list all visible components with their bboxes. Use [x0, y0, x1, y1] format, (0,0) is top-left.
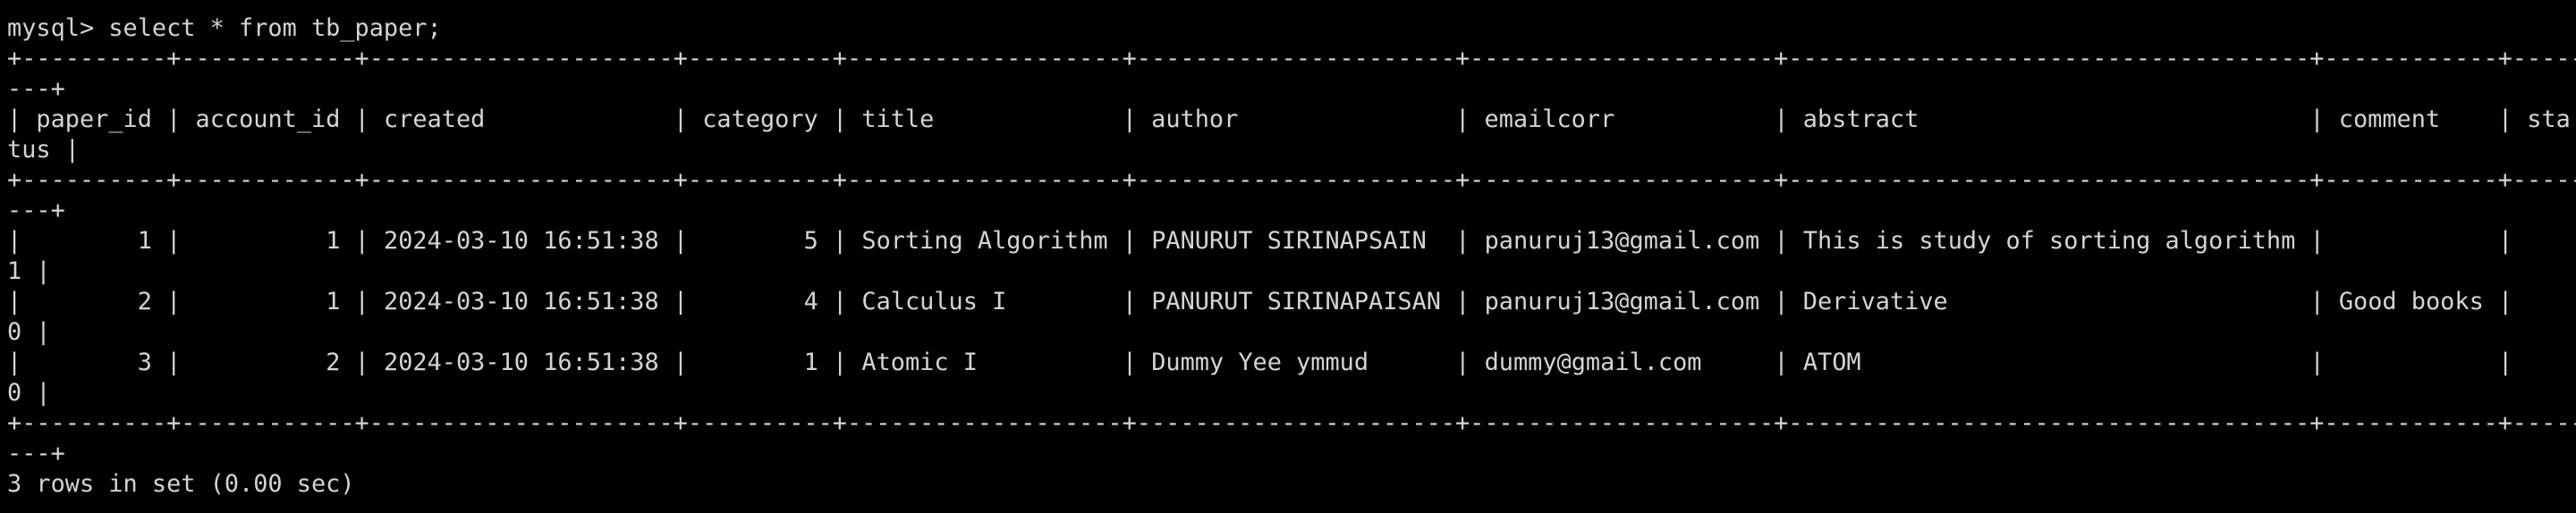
- column-header-title: title: [861, 105, 935, 133]
- column-header-abstract: abstract: [1802, 105, 1919, 133]
- command-text: select * from tb_paper;: [108, 14, 442, 42]
- cell-comment: Good books: [2338, 288, 2484, 315]
- cell-status: 1: [7, 257, 22, 285]
- cell-category: 1: [803, 349, 818, 376]
- cell-emailcorr: panuruj13@gmail.com: [1484, 227, 1760, 255]
- column-header-emailcorr: emailcorr: [1484, 105, 1615, 133]
- table-border: +----------+------------+---------------…: [7, 409, 2576, 467]
- cell-title: Atomic I: [861, 349, 978, 376]
- result-summary: 3 rows in set (0.00 sec): [7, 470, 355, 498]
- terminal-output: mysql> select * from tb_paper; +--------…: [7, 14, 2576, 498]
- cell-account-id: 1: [326, 288, 341, 315]
- cell-created: 2024-03-10 16:51:38: [384, 349, 659, 376]
- cell-account-id: 2: [326, 349, 341, 376]
- cell-title: Sorting Algorithm: [861, 227, 1108, 255]
- column-header-account-id: account_id: [195, 105, 341, 133]
- cell-paper-id: 2: [137, 288, 152, 315]
- cell-created: 2024-03-10 16:51:38: [384, 227, 659, 255]
- cell-author: PANURUT SIRINAPAISAN: [1151, 288, 1441, 315]
- column-header-comment: comment: [2338, 105, 2441, 133]
- table-border: +----------+------------+---------------…: [7, 45, 2576, 103]
- cell-category: 4: [803, 288, 818, 315]
- column-header-status: status: [7, 105, 2571, 164]
- cell-abstract: This is study of sorting algorithm: [1802, 227, 2296, 255]
- cell-paper-id: 1: [137, 227, 152, 255]
- cell-title: Calculus I: [861, 288, 1007, 315]
- column-header-author: author: [1151, 105, 1239, 133]
- cell-status: 0: [7, 379, 22, 407]
- cell-created: 2024-03-10 16:51:38: [384, 288, 659, 315]
- cell-emailcorr: panuruj13@gmail.com: [1484, 288, 1760, 315]
- prompt: mysql>: [7, 14, 109, 42]
- cell-paper-id: 3: [137, 349, 152, 376]
- cell-category: 5: [803, 227, 818, 255]
- cell-abstract: ATOM: [1802, 349, 1861, 376]
- table-border: +----------+------------+---------------…: [7, 166, 2576, 224]
- column-header-created: created: [384, 105, 486, 133]
- column-header-category: category: [702, 105, 818, 133]
- cell-author: Dummy Yee ymmud: [1151, 349, 1369, 376]
- cell-author: PANURUT SIRINAPSAIN: [1151, 227, 1427, 255]
- cell-emailcorr: dummy@gmail.com: [1484, 349, 1702, 376]
- column-header-paper-id: paper_id: [36, 105, 152, 133]
- cell-status: 0: [7, 318, 22, 346]
- cell-account-id: 1: [326, 227, 341, 255]
- cell-abstract: Derivative: [1802, 288, 1948, 315]
